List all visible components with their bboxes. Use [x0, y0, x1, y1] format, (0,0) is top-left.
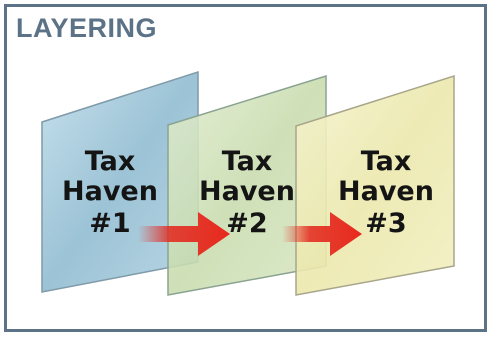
right-arrow-icon — [138, 212, 230, 256]
panel-1-line-3: #1 — [89, 208, 130, 239]
panel-2-line-2: Haven — [199, 176, 295, 207]
panel-2-line-1: Tax — [222, 146, 273, 177]
panel-3-line-1: Tax — [361, 146, 412, 177]
panel-3-line-2: Haven — [338, 176, 434, 207]
panel-2-line-3: #2 — [226, 208, 267, 239]
diagram-title: LAYERING — [16, 13, 158, 43]
panel-1-line-2: Haven — [62, 176, 158, 207]
panel-3-line-3: #3 — [365, 208, 406, 239]
right-arrow-icon — [282, 212, 362, 256]
panel-1-line-1: Tax — [85, 146, 136, 177]
